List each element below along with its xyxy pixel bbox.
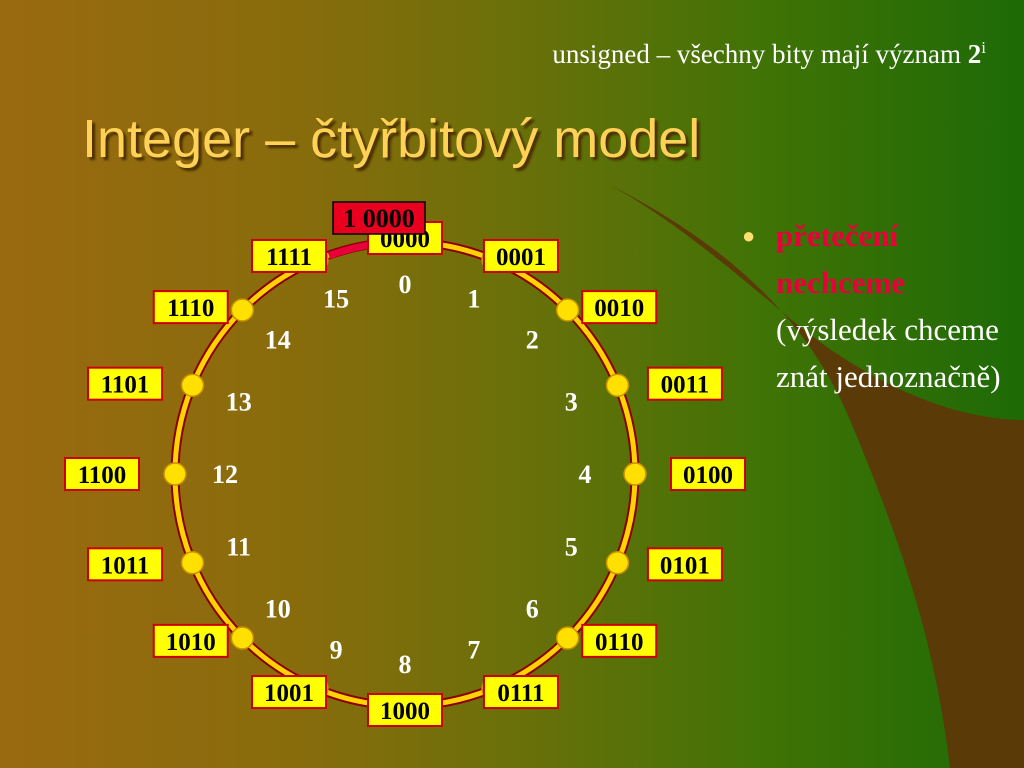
binary-label-text: 1011	[101, 552, 150, 579]
binary-label-text: 0111	[497, 680, 544, 707]
node-decimal-label: 2	[526, 326, 539, 355]
slide-title: Integer – čtyřbitový model	[82, 109, 701, 169]
binary-label-box	[670, 457, 746, 491]
ring-node	[230, 298, 255, 322]
binary-label-box	[64, 457, 140, 491]
ring-node	[163, 462, 187, 486]
binary-label: 1001	[251, 675, 328, 710]
node-decimal-label: 15	[323, 284, 349, 313]
bullet-dot-icon: ●	[742, 223, 756, 248]
overflow-label-text: 1 0000	[343, 204, 415, 233]
binary-label-text: 0100	[683, 462, 733, 489]
binary-label: 0010	[581, 290, 658, 325]
node-decimal-label: 3	[565, 387, 578, 416]
node-decimal-label: 0	[399, 270, 412, 299]
bullet-text: (výsledek chceme znát jednoznačně)	[776, 312, 1001, 394]
subtitle-power-base: 2	[967, 39, 982, 69]
ring-node	[555, 626, 580, 650]
node-decimal-label: 14	[265, 326, 291, 355]
binary-label-text: 0101	[660, 552, 710, 579]
ring-node	[605, 551, 630, 575]
ring-node	[230, 626, 255, 650]
binary-label-text: 0010	[594, 295, 644, 322]
ring-node	[180, 373, 205, 397]
node-decimal-label: 9	[330, 636, 343, 665]
binary-label-box	[482, 238, 559, 273]
binary-label: 0011	[646, 366, 723, 401]
binary-label: 0110	[581, 623, 658, 658]
node-decimal-label: 10	[265, 594, 291, 623]
node-decimal-label: 12	[212, 460, 238, 489]
decorative-swoosh	[600, 180, 1024, 768]
node-decimal-label: 8	[399, 650, 412, 679]
binary-label-box	[646, 366, 723, 401]
binary-label-text: 1101	[101, 372, 150, 399]
subtitle-power-exponent: i	[981, 38, 986, 57]
ring-node	[605, 373, 630, 397]
binary-label-box	[581, 623, 658, 658]
binary-label-box	[482, 675, 559, 710]
binary-label-box	[87, 547, 164, 582]
binary-label: 0101	[646, 547, 723, 582]
node-decimal-label: 4	[579, 460, 592, 489]
binary-label: 1110	[152, 290, 229, 325]
binary-label-box	[646, 547, 723, 582]
slide-subtitle: unsigned – všechny bity mají význam 2i	[552, 38, 986, 70]
binary-label-box	[251, 675, 328, 710]
node-decimal-label: 11	[226, 533, 251, 562]
ring-node	[555, 298, 580, 322]
node-decimal-label: 1	[467, 284, 480, 313]
subtitle-text: unsigned – všechny bity mají význam	[552, 39, 962, 69]
binary-label-box	[152, 290, 229, 325]
bullet-highlight: přetečení nechceme	[776, 218, 906, 300]
binary-label-text: 1110	[167, 295, 214, 322]
binary-label-text: 1010	[166, 629, 216, 656]
binary-label-text: 1000	[380, 698, 430, 725]
binary-label-text: 0011	[661, 372, 710, 399]
binary-label-box	[581, 290, 658, 325]
binary-label-box	[87, 366, 164, 401]
binary-label-text: 0001	[496, 244, 546, 271]
binary-label: 1111	[251, 238, 328, 273]
binary-label-text: 1111	[266, 244, 312, 271]
binary-label: 1100	[64, 457, 140, 491]
binary-label: 1010	[152, 623, 229, 658]
ring-node	[623, 462, 647, 486]
overflow-label: 1 0000	[332, 201, 426, 235]
node-decimal-label: 13	[226, 387, 252, 416]
binary-label-text: 1100	[78, 462, 127, 489]
binary-label-text: 0110	[595, 629, 644, 656]
node-decimal-label: 6	[526, 594, 539, 623]
overflow-label-box	[332, 201, 426, 235]
ring-node	[180, 551, 205, 575]
binary-label: 0100	[670, 457, 746, 491]
binary-label-box	[367, 693, 443, 727]
binary-label-text: 1001	[264, 680, 314, 707]
binary-label: 1011	[87, 547, 164, 582]
binary-label: 1000	[367, 693, 443, 727]
binary-label-box	[251, 238, 328, 273]
binary-label: 0111	[482, 675, 559, 710]
binary-label-box	[152, 623, 229, 658]
binary-label: 1101	[87, 366, 164, 401]
node-decimal-label: 7	[467, 636, 480, 665]
binary-label: 0001	[482, 238, 559, 273]
node-decimal-label: 5	[565, 533, 578, 562]
